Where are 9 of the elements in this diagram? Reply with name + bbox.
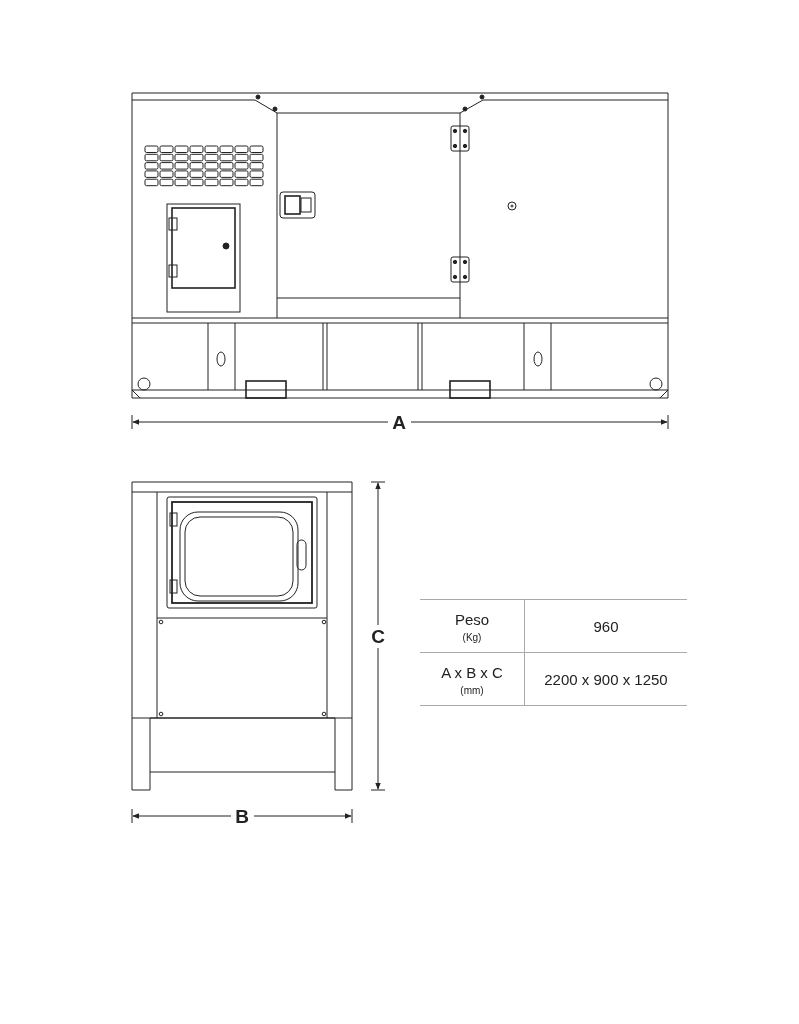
row-label: A x B x C <box>441 664 503 680</box>
unit-label: (Kg) <box>462 633 482 643</box>
dimension-letter: B <box>235 806 249 826</box>
unit-label: (mm) <box>460 686 484 696</box>
value-text: 2200 x 900 x 1250 <box>544 671 668 687</box>
row-label: Peso <box>454 611 490 627</box>
dimension-letter: A <box>392 412 406 432</box>
value-text: 960 <box>593 618 619 634</box>
dimension-letter: C <box>371 626 385 646</box>
